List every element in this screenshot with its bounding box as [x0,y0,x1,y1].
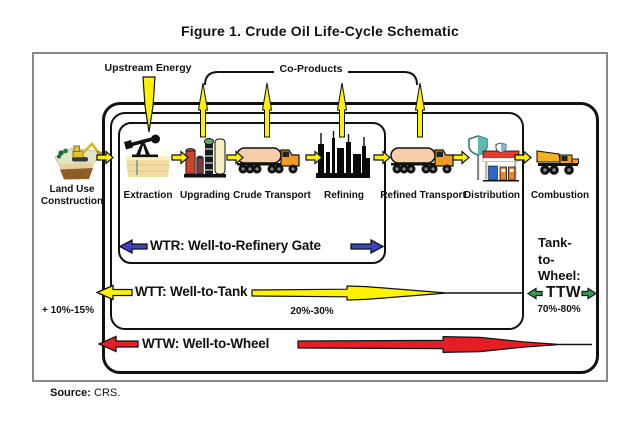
flow-arrow-icon [452,150,470,165]
flow-arrow-icon [305,150,323,165]
wtw-label: WTW: Well-to-Wheel [142,336,270,351]
stage-label-upgrading: Upgrading [180,190,230,201]
figure-title: Figure 1. Crude Oil Life-Cycle Schematic [181,23,459,39]
wtw-left-arrow-icon [98,335,139,353]
source-label: Source: [50,387,91,399]
stage-label-refined-transport: Refined Transport [380,190,466,201]
land-use-share-label: + 10%-15% [42,305,94,316]
stage-label-crude-transport: Crude Transport [233,190,311,201]
stage-label-combustion: Combustion [530,190,590,201]
wtr-right-arrow-icon [350,239,384,254]
tanker-truck-icon [390,147,454,174]
flow-arrow-icon [96,150,114,165]
upstream-energy-arrow-icon [142,76,156,133]
co-product-arrow-icon [336,82,348,138]
gas-station-icon [468,135,520,182]
pickup-truck-icon [536,150,579,175]
stage-label-extraction: Extraction [123,190,173,201]
upstream-energy-label: Upstream Energy [104,62,192,74]
stage-label-distribution: Distribution [463,190,521,201]
ttw-right-arrow-icon [581,287,597,300]
wtw-boundary-box [102,102,599,374]
wtt-left-arrow-icon [96,284,133,301]
tanker-truck-icon [236,147,300,174]
ttw-left-arrow-icon [527,287,543,300]
ttw-heading: Tank- to- Wheel: [538,235,581,283]
source-value: CRS. [94,387,121,399]
flow-arrow-icon [171,150,189,165]
co-product-arrow-icon [197,82,209,138]
wtt-share-label: 20%-30% [290,306,334,317]
wtr-boundary-box [118,122,386,264]
co-products-label: Co-Products [279,63,343,75]
co-products-bracket [204,71,418,86]
excavator-land-icon [54,142,103,180]
ttw-label: TTW [546,284,582,301]
wtt-label: WTT: Well-to-Tank [135,284,248,299]
co-product-arrow-icon [414,82,426,138]
co-product-arrow-icon [261,82,273,138]
upgrader-columns-icon [184,138,226,178]
wtt-span-arrow-icon [251,285,523,301]
wtt-boundary-box [110,112,524,330]
wtw-span-arrow-icon [297,336,592,353]
wtr-label: WTR: Well-to-Refinery Gate [150,238,321,253]
flow-arrow-icon [514,150,532,165]
wtr-left-arrow-icon [119,239,148,254]
stage-label-land-use: Land Use Construction [40,184,104,207]
oil-pump-jack-icon [124,134,170,177]
source-note: Source: CRS. [50,387,120,399]
flow-arrow-icon [373,150,391,165]
flow-arrow-icon [226,150,244,165]
stage-label-refining: Refining [324,190,364,201]
ttw-share-label: 70%-80% [537,304,581,315]
